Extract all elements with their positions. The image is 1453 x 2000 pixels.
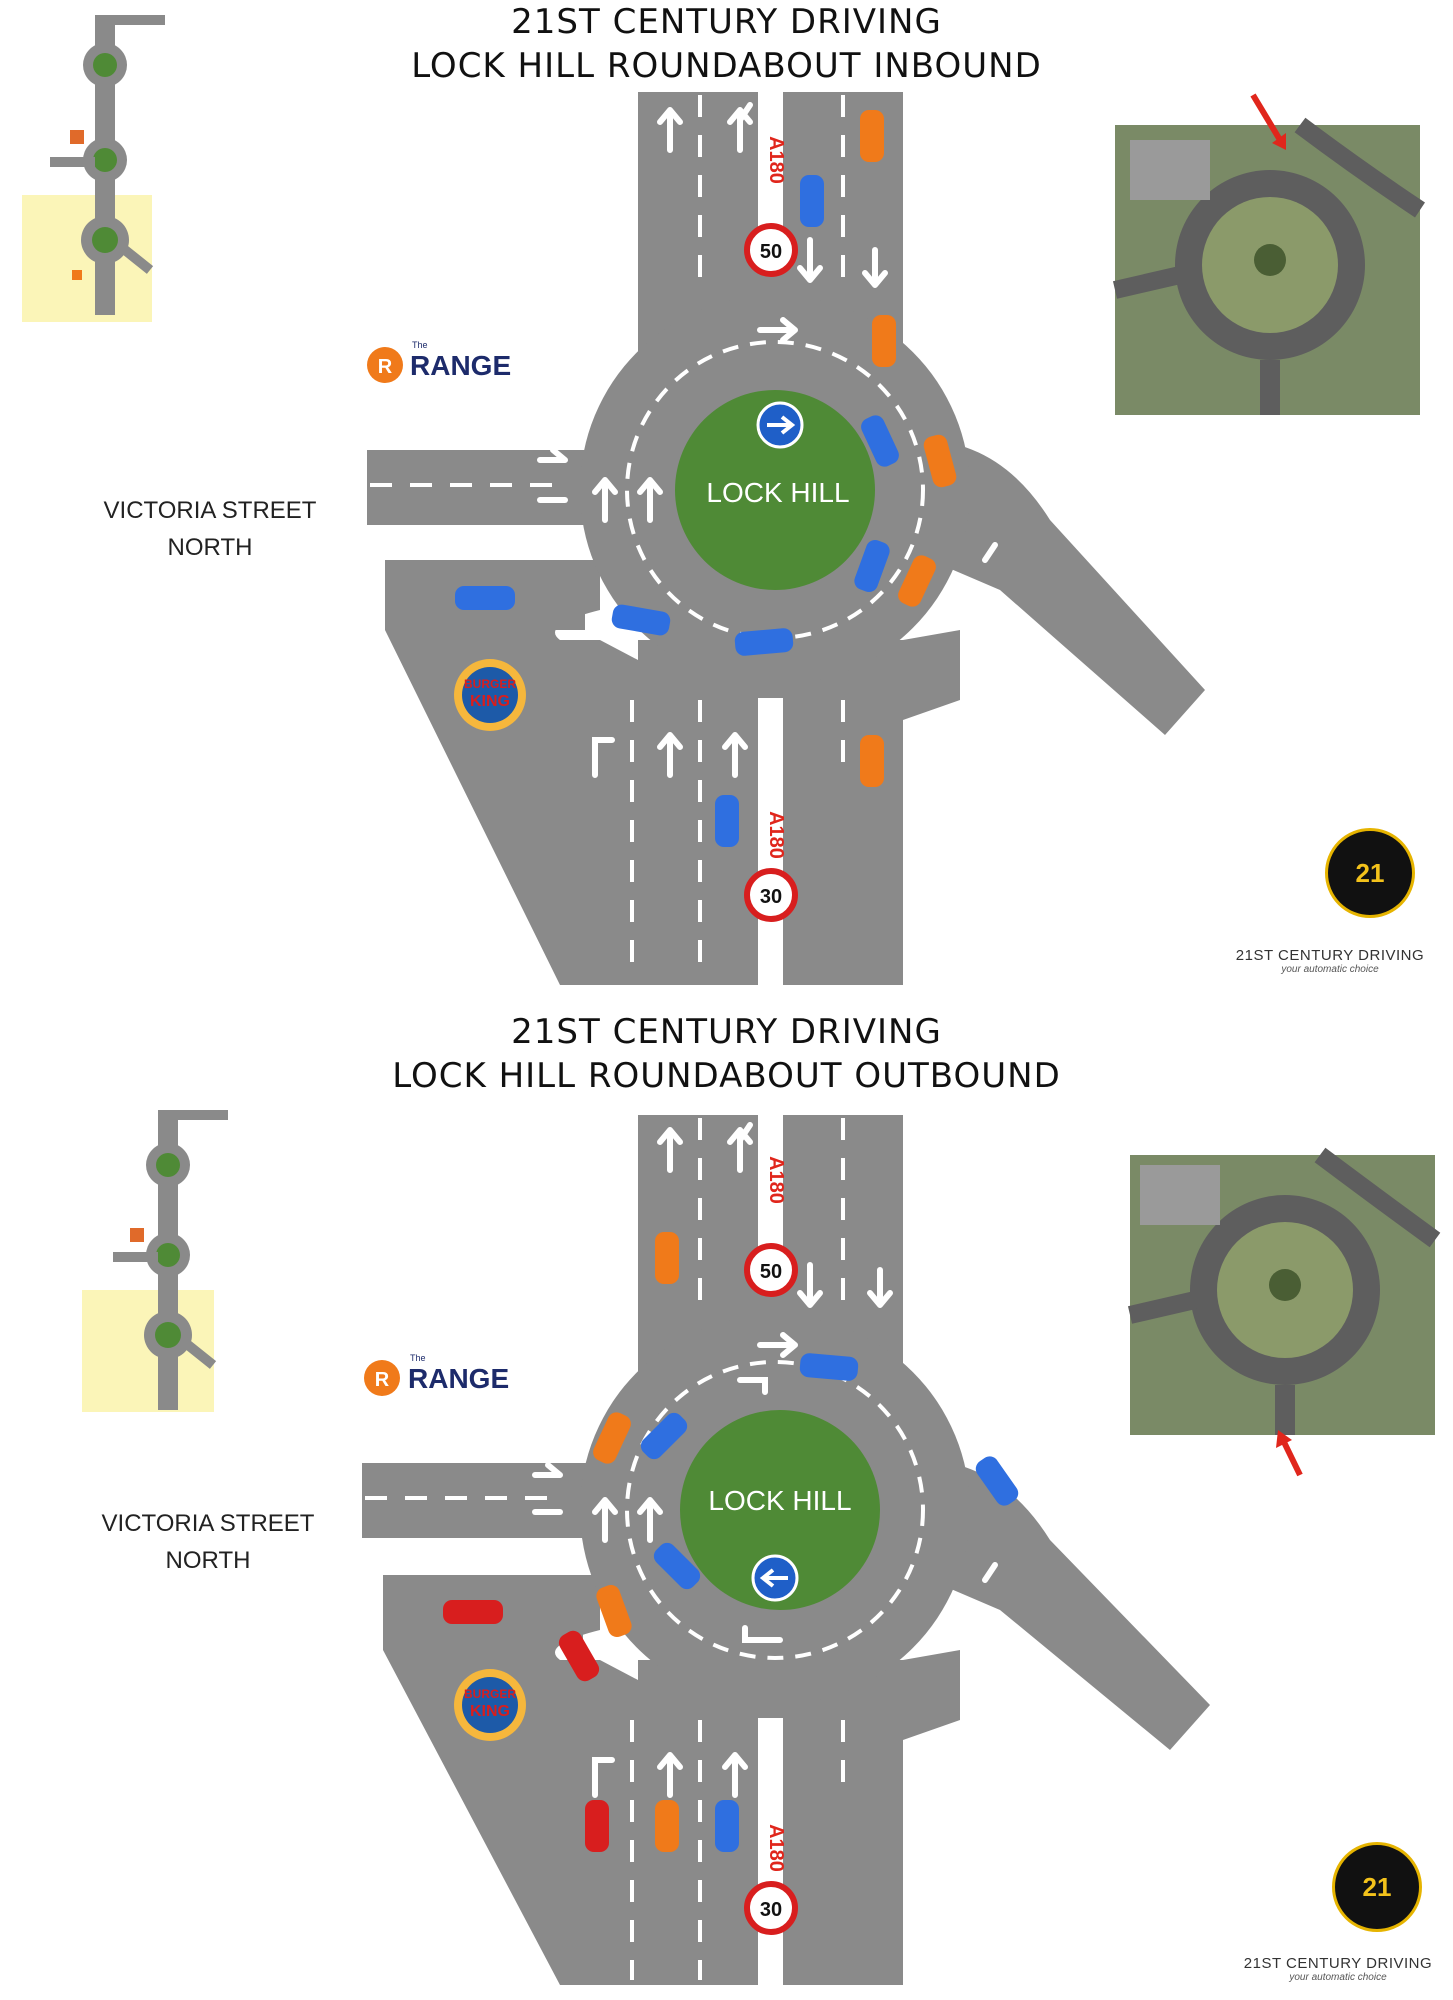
brand-tagline: your automatic choice xyxy=(1289,1972,1387,1983)
svg-text:KING: KING xyxy=(470,693,510,710)
road-label-top: A180 xyxy=(765,1156,787,1204)
aerial-photo xyxy=(1127,1147,1441,1477)
panel-title-line2: LOCK HILL ROUNDABOUT OUTBOUND xyxy=(392,1056,1061,1096)
the-range-logo: R The RANGE xyxy=(364,1353,509,1396)
svg-text:RANGE: RANGE xyxy=(410,350,511,381)
svg-text:50: 50 xyxy=(760,241,782,263)
central-island xyxy=(680,1410,880,1610)
road-label-bottom: A180 xyxy=(765,1824,787,1872)
island-label: LOCK HILL xyxy=(706,477,849,508)
panel-inbound: 21ST CENTURY DRIVING LOCK HILL ROUNDABOU… xyxy=(22,2,1435,985)
svg-text:30: 30 xyxy=(760,886,782,908)
svg-text:KING: KING xyxy=(470,1703,510,1720)
central-island xyxy=(675,390,875,590)
21-logo-icon: 21 xyxy=(1325,828,1415,918)
aerial-photo xyxy=(1112,93,1425,415)
21-logo-icon: 21 xyxy=(1332,1842,1422,1932)
victoria-street-label: VICTORIA STREET NORTH xyxy=(88,1505,328,1579)
roundabout-diagram-inbound: A180 A180 50 30 LOCK HILL xyxy=(22,15,1425,985)
street-line1: VICTORIA STREET xyxy=(101,1510,315,1537)
roundabout-diagram-outbound: A180 A180 50 30 LOCK HILL xyxy=(82,1110,1441,1985)
speed-sign-bottom: 30 xyxy=(744,1881,798,1935)
svg-text:30: 30 xyxy=(760,1899,782,1921)
svg-text:BURGER: BURGER xyxy=(464,1687,516,1701)
panel-outbound: 21ST CENTURY DRIVING LOCK HILL ROUNDABOU… xyxy=(0,1000,1453,2000)
svg-text:BURGER: BURGER xyxy=(464,677,516,691)
cars xyxy=(443,1232,1019,1852)
speed-sign-top: 50 xyxy=(744,223,798,277)
speed-sign-bottom: 30 xyxy=(744,868,798,922)
brand-tagline: your automatic choice xyxy=(1281,964,1379,975)
street-line1: VICTORIA STREET xyxy=(103,497,317,524)
brand-block: 21ST CENTURY DRIVING your automatic choi… xyxy=(1225,947,1435,975)
panel-title-line2: LOCK HILL ROUNDABOUT INBOUND xyxy=(411,46,1042,86)
panel-title-line1: 21ST CENTURY DRIVING xyxy=(511,1012,942,1052)
road-label-top: A180 xyxy=(765,136,787,184)
brand-name: 21ST CENTURY DRIVING xyxy=(1243,1955,1433,1972)
island-label: LOCK HILL xyxy=(708,1485,851,1516)
road-label-bottom: A180 xyxy=(765,811,787,859)
brand-name: 21ST CENTURY DRIVING xyxy=(1235,947,1425,964)
cars xyxy=(455,110,957,847)
panel-title-line1: 21ST CENTURY DRIVING xyxy=(511,2,942,42)
street-line2: NORTH xyxy=(167,534,253,561)
burger-king-logo: BURGER KING xyxy=(454,1669,526,1741)
victoria-street-label: VICTORIA STREET NORTH xyxy=(90,492,330,566)
street-line2: NORTH xyxy=(165,1547,251,1574)
speed-sign-top: 50 xyxy=(744,1243,798,1297)
svg-text:R: R xyxy=(375,1369,390,1391)
burger-king-logo: BURGER KING xyxy=(454,659,526,731)
mini-map xyxy=(22,15,165,322)
svg-text:RANGE: RANGE xyxy=(408,1363,509,1394)
svg-text:R: R xyxy=(378,356,393,378)
svg-text:The: The xyxy=(412,340,428,350)
brand-block: 21ST CENTURY DRIVING your automatic choi… xyxy=(1233,1955,1443,1983)
svg-text:50: 50 xyxy=(760,1261,782,1283)
arrow-left-icon xyxy=(751,1554,799,1602)
svg-text:The: The xyxy=(410,1353,426,1363)
arrow-right-icon xyxy=(756,401,804,449)
mini-map xyxy=(82,1110,228,1412)
the-range-logo: R The RANGE xyxy=(367,340,511,383)
